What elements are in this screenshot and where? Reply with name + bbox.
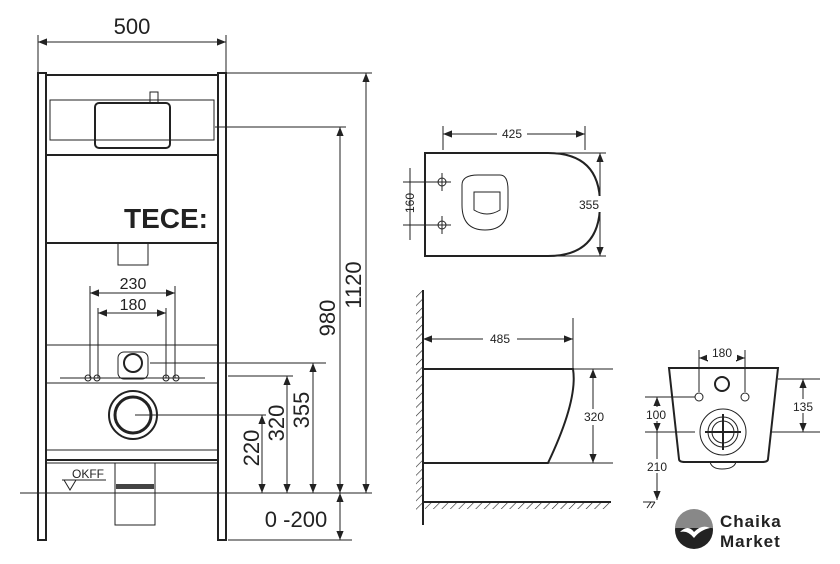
height-355-label: 355 [289,392,314,429]
bolt-hole-icon [694,392,704,402]
inlet-height-label: 135 [793,400,813,414]
drain-height-label: 210 [647,460,667,474]
tece-logo: TECE: [124,203,208,234]
top-length-label: 425 [502,127,522,141]
top-width-label: 355 [579,198,599,212]
water-inlet [123,353,143,373]
side-height-label: 320 [584,410,604,424]
bolt-hole-icon [740,392,750,402]
spacing-180-label: 180 [120,297,147,314]
bolt-hole-icon [433,173,451,191]
back-bolt-spacing-label: 180 [712,346,732,360]
bolt-hole-icon [433,216,451,234]
frame-width-label: 500 [114,14,151,39]
logo-line1: Chaika [720,512,782,531]
flush-mechanism [94,102,171,149]
height-220-label: 220 [239,430,264,467]
installation-frame: 500 TECE: OKFF 230 180 1120 980 355 320 … [20,14,372,541]
logo-line2: Market [720,532,781,551]
height-320-label: 320 [264,405,289,442]
toilet-side-view: 485 320 [416,290,613,525]
seagull-icon [680,526,710,538]
toilet-top-view: 425 355 160 [403,126,608,257]
bolt-spacing-160-label: 160 [403,193,417,213]
height-980-label: 980 [315,300,340,337]
toilet-back-view: 180 135 100 210 [643,346,820,509]
bolt-to-drain-label: 100 [646,408,666,422]
chaika-market-logo: Chaika Market [675,509,782,551]
okff-label: OKFF [72,467,104,481]
spacing-230-label: 230 [120,276,147,293]
side-depth-label: 485 [490,332,510,346]
height-1120-label: 1120 [341,261,366,308]
floor-adjust-label: 0 -200 [265,507,327,532]
